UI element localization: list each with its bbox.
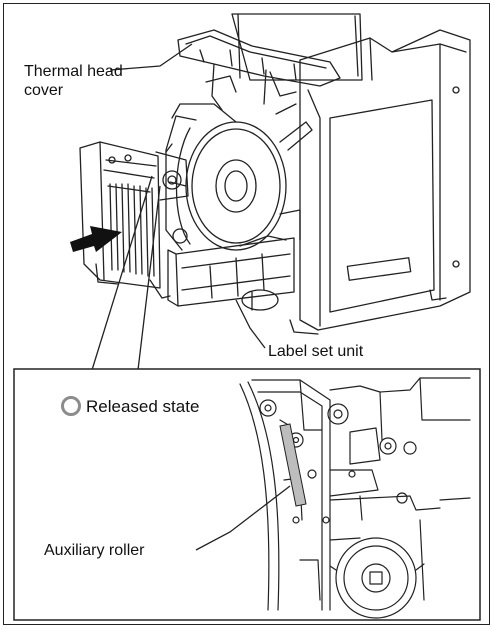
auxiliary-roller-label: Auxiliary roller <box>44 542 145 559</box>
push-arrow-icon <box>70 226 122 252</box>
thermal-head-cover-label: Thermal head <box>24 63 123 80</box>
released-state-label: Released state <box>86 397 200 416</box>
label-set-unit-label: Label set unit <box>268 343 364 360</box>
printer-body <box>79 13 471 335</box>
auxiliary-roller-leader <box>195 485 291 551</box>
zoom-line-right <box>137 185 161 371</box>
figure-frame <box>3 3 490 625</box>
auxiliary-roller-highlight <box>279 423 307 507</box>
detail-callout-box <box>13 368 481 621</box>
mechanism-detail <box>239 377 471 619</box>
label-set-leader <box>235 299 266 349</box>
circle-ring-icon <box>61 396 81 416</box>
thermal-cover-leader <box>109 43 193 71</box>
thermal-head-cover-label-line2: cover <box>24 82 64 99</box>
zoom-line-left <box>91 175 153 371</box>
